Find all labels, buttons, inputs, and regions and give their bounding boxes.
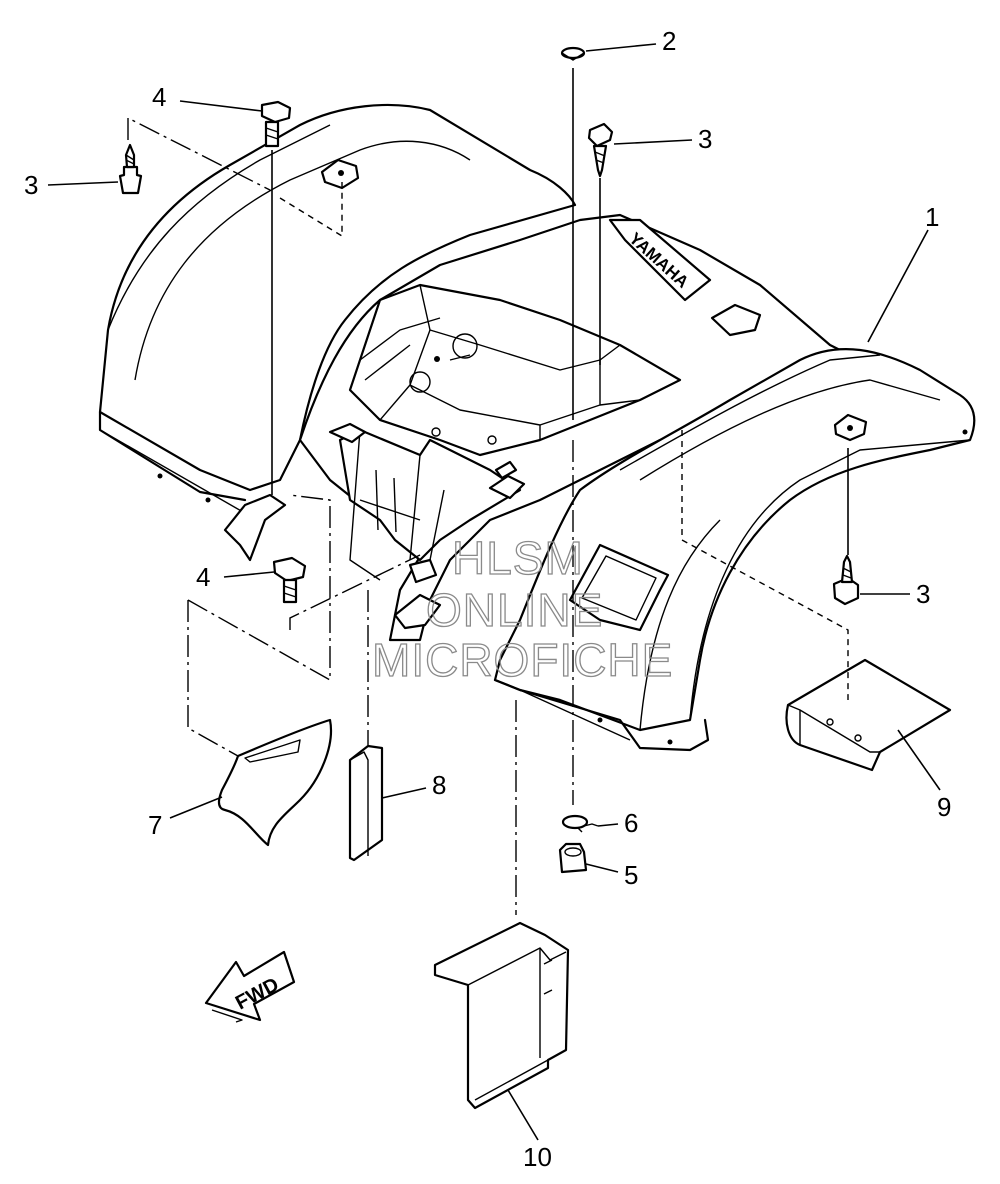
assembly-reference-lines	[127, 68, 849, 915]
callout-8: 8	[381, 770, 446, 800]
bolt-part-4-lower	[272, 556, 307, 604]
watermark: HLSM ONLINE MICROFICHE	[371, 531, 673, 686]
rear-fender-part: YAMAHA	[98, 103, 976, 752]
callout-label-9: 9	[937, 792, 951, 822]
callout-label-4a: 4	[152, 82, 166, 112]
cover-part-10	[433, 921, 570, 1110]
flap-part-7	[217, 718, 333, 847]
callout-5: 5	[585, 860, 638, 890]
callout-6: 6	[597, 808, 638, 838]
callout-label-8: 8	[432, 770, 446, 800]
callout-label-2: 2	[662, 26, 676, 56]
nut-part-5	[558, 842, 588, 874]
callout-label-1: 1	[925, 202, 939, 232]
callout-4-upper: 4	[152, 82, 263, 112]
callout-label-5: 5	[624, 860, 638, 890]
callout-3-right: 3	[860, 579, 930, 609]
callout-10: 10	[507, 1089, 552, 1172]
watermark-line-2: ONLINE	[426, 584, 603, 636]
bolt-part-4-upper	[260, 100, 292, 148]
cover-part-9	[785, 658, 952, 772]
callout-label-3b: 3	[698, 124, 712, 154]
callout-label-7: 7	[148, 810, 162, 840]
fwd-arrow: FWD	[204, 950, 296, 1023]
callout-label-3c: 3	[916, 579, 930, 609]
callout-label-3a: 3	[24, 170, 38, 200]
callout-4-lower: 4	[196, 562, 275, 592]
plug-part-2	[560, 46, 586, 61]
seal-part-8	[348, 744, 384, 862]
callout-label-6: 6	[624, 808, 638, 838]
callout-7: 7	[148, 796, 223, 840]
watermark-line-1: HLSM	[452, 532, 584, 584]
callout-2: 2	[585, 26, 676, 56]
callout-9: 9	[897, 729, 951, 822]
watermark-line-3: MICROFICHE	[372, 634, 673, 686]
clip-part-6	[561, 814, 599, 833]
callout-3-upper-right: 3	[613, 124, 712, 154]
screw-part-3-upper-right	[587, 122, 614, 178]
screw-part-3-right	[832, 554, 860, 606]
callout-1: 1	[867, 202, 939, 343]
callout-label-10: 10	[523, 1142, 552, 1172]
screw-part-3-upper-left	[118, 143, 143, 195]
callout-label-4b: 4	[196, 562, 210, 592]
callout-3-upper-left: 3	[24, 170, 119, 200]
